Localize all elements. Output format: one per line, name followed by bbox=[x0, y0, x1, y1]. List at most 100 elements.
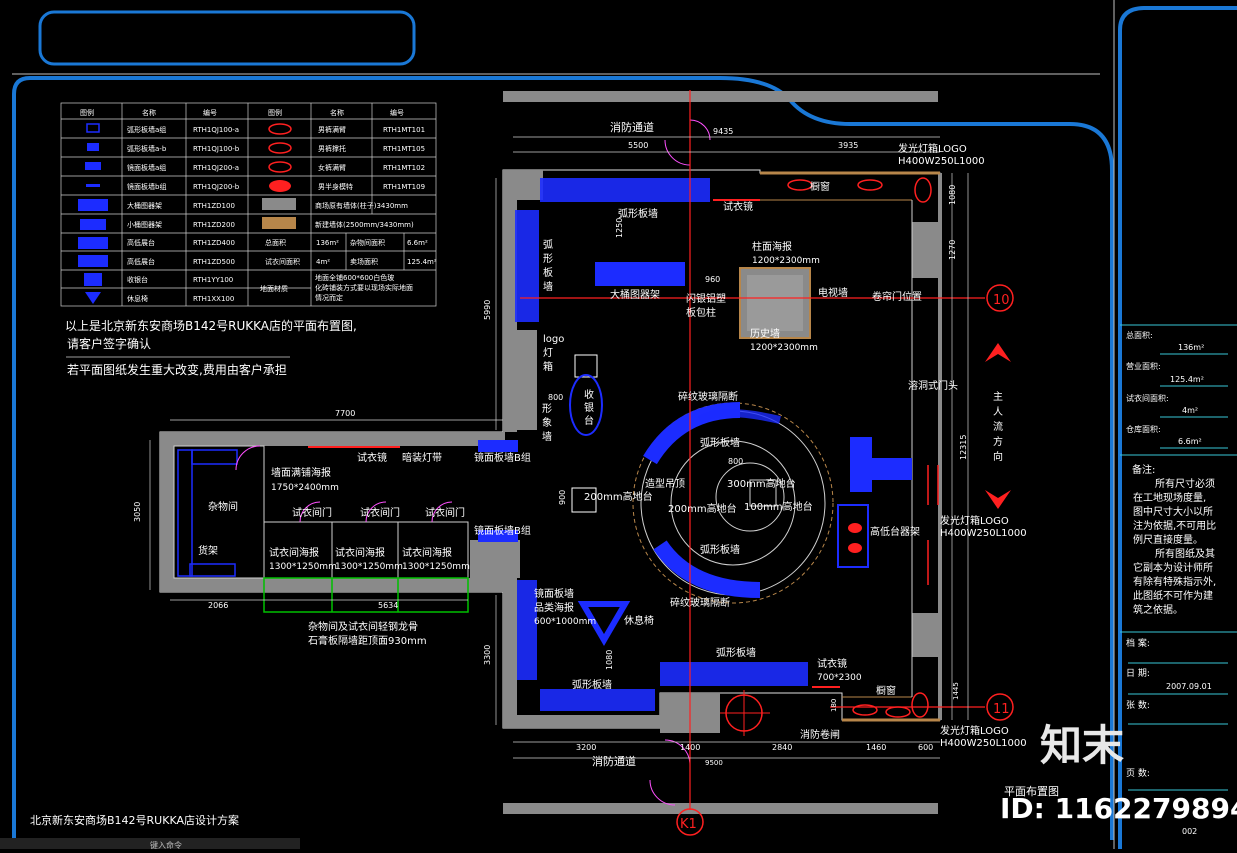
fitting-poster-3: 试衣间海报 bbox=[402, 546, 452, 559]
platform-200a: 200mm高地台 bbox=[584, 490, 653, 503]
dim-7700: 7700 bbox=[335, 409, 355, 418]
platform-300: 300mm高地台 bbox=[727, 477, 796, 490]
hi-lo-rack: 高低台器架 bbox=[870, 525, 920, 538]
storage: 杂物间 bbox=[208, 500, 238, 513]
legend-name-0: 弧形板墙a组 bbox=[127, 125, 166, 134]
page-label: 页 数: bbox=[1126, 767, 1150, 779]
fitting-door-1: 试衣间门 bbox=[292, 506, 332, 519]
command-prompt[interactable]: 键入命令 bbox=[150, 840, 182, 850]
axis-marker-k1 bbox=[676, 808, 704, 836]
window-top: 橱窗 bbox=[810, 180, 830, 193]
wall-poster-size: 1750*2400mm bbox=[271, 483, 339, 493]
cashier-char-1: 银 bbox=[584, 401, 594, 414]
axis-lines: 10 11 K1 bbox=[520, 90, 1014, 836]
date-label: 日 期: bbox=[1126, 668, 1150, 679]
axis-10-label: 10 bbox=[993, 293, 1010, 308]
partition-note-1: 杂物间及试衣间轻钢龙骨 bbox=[308, 620, 418, 633]
dim-12315: 12315 bbox=[959, 435, 968, 460]
legend-name2-1: 男裤撑托 bbox=[318, 144, 346, 153]
dim-1250: 1250 bbox=[615, 218, 624, 238]
fire-shutter: 消防卷闸 bbox=[800, 728, 840, 741]
area-total-label: 总面积: bbox=[1126, 330, 1153, 340]
sheet-name: 平面布置图 bbox=[1004, 785, 1059, 798]
legend-name2-2: 女裤满臂 bbox=[318, 163, 346, 172]
fitting-door-3: 试衣间门 bbox=[425, 506, 465, 519]
legend-code2-2: RTH1MT102 bbox=[383, 164, 425, 172]
arc-wall-left-char-1: 形 bbox=[543, 253, 553, 265]
product-poster: 品类海报 bbox=[534, 601, 574, 614]
area-storage-label: 仓库面积: bbox=[1126, 424, 1161, 434]
legend-header-5: 编号 bbox=[390, 108, 404, 117]
image-wall-char-0: 形 bbox=[542, 403, 552, 415]
legend-name-1: 弧形板墙a-b bbox=[127, 144, 167, 153]
ceiling: 造型吊顶 bbox=[645, 477, 685, 490]
area-total-value: 136m² bbox=[1178, 343, 1204, 352]
legend-code-6: RTH1ZD400 bbox=[193, 239, 235, 247]
main-flow-char-1: 人 bbox=[993, 406, 1003, 418]
legend-name-6: 高低展台 bbox=[127, 238, 155, 247]
notes-line-6: 它副本为设计师所 bbox=[1133, 561, 1213, 574]
dim-5990: 5990 bbox=[483, 300, 492, 320]
legend-floor-note-0: 地面全铺600*600白色玻 bbox=[315, 273, 394, 282]
cashier: 收银台 bbox=[584, 388, 594, 427]
area-business-value: 125.4m² bbox=[1170, 375, 1204, 384]
logo-box-char-0: logo bbox=[543, 334, 564, 345]
legend-name-7: 高低展台 bbox=[127, 257, 155, 266]
logo-box-char-1: 灯 bbox=[543, 347, 553, 359]
archive-label: 档 案: bbox=[1126, 637, 1150, 649]
mirror-wall-b2: 镜面板墙B组 bbox=[474, 524, 531, 537]
dim-5634: 5634 bbox=[378, 601, 398, 610]
dim-2066: 2066 bbox=[208, 601, 228, 610]
light-logo-top-size: H400W250L1000 bbox=[898, 156, 985, 167]
area-business-label: 营业面积: bbox=[1126, 361, 1161, 371]
legend-header-2: 编号 bbox=[203, 108, 217, 117]
dim-3935: 3935 bbox=[838, 141, 858, 150]
fitting-mirror: 试衣镜 bbox=[357, 451, 387, 464]
legend-val3-7: 125.4m² bbox=[407, 258, 437, 266]
legend-table bbox=[60, 102, 437, 307]
legend-code-7: RTH1ZD500 bbox=[193, 258, 235, 266]
legend-header-0: 图例 bbox=[80, 108, 94, 117]
legend-name-8: 收银台 bbox=[127, 275, 148, 284]
axis-marker-11 bbox=[986, 693, 1014, 721]
dim-2840: 2840 bbox=[772, 743, 792, 752]
central-round-area bbox=[632, 402, 834, 604]
dim-800a: 800 bbox=[548, 393, 563, 402]
watermark-id: ID: 1162279894 bbox=[1000, 792, 1237, 825]
axis-marker-10 bbox=[986, 284, 1014, 312]
legend-header-4: 名称 bbox=[330, 108, 344, 117]
column-poster-size: 1200*2300mm bbox=[752, 256, 820, 266]
fixtures bbox=[308, 177, 939, 736]
light-logo-mid: 发光灯箱LOGO bbox=[940, 514, 1009, 527]
light-logo-mid-size: H400W250L1000 bbox=[940, 528, 1027, 539]
door-header: 溶洞式门头 bbox=[908, 379, 958, 392]
product-poster-size: 600*1000mm bbox=[534, 617, 596, 627]
fitting-poster-size-3: 1300*1250mm bbox=[402, 562, 470, 572]
dimension-lines bbox=[149, 136, 969, 759]
legend-code-3: RTH1QJ200-b bbox=[193, 183, 240, 191]
dim-9500: 9500 bbox=[705, 759, 723, 767]
notes-line-2: 图中尺寸大小以所 bbox=[1133, 505, 1213, 518]
fitting-mirror-b-size: 700*2300 bbox=[817, 673, 862, 683]
window-bottom: 橱窗 bbox=[876, 684, 896, 697]
client-note-line1: 以上是北京新东安商场B142号RUKKA店的平面布置图, bbox=[65, 318, 357, 333]
partition-note-2: 石膏板隔墙距顶面930mm bbox=[308, 634, 427, 647]
notes-line-8: 此图纸不可作为建 bbox=[1133, 589, 1213, 602]
legend-name-9: 休息椅 bbox=[127, 294, 148, 303]
mirror-wall-b1: 镜面板墙B组 bbox=[474, 451, 531, 464]
client-note-line3: 若平面图纸发生重大改变,费用由客户承担 bbox=[67, 362, 287, 377]
aluminium-col-line-1: 板包柱 bbox=[686, 306, 716, 319]
platform-100: 100mm高地台 bbox=[744, 500, 813, 513]
notes-line-9: 筑之依据。 bbox=[1133, 603, 1183, 616]
axis-k1-label: K1 bbox=[680, 817, 697, 832]
legend-name2-5: 新建墙体(2500mm/3430mm) bbox=[315, 220, 414, 229]
legend-code2-3: RTH1MT109 bbox=[383, 183, 425, 191]
legend-val2-7: 4m² bbox=[316, 258, 330, 266]
flow-arrow-down-icon bbox=[985, 490, 1011, 509]
legend-val3-6: 6.6m² bbox=[407, 239, 428, 247]
legend-code-0: RTH1QJ100-a bbox=[193, 126, 239, 134]
fitting-poster-2: 试衣间海报 bbox=[335, 546, 385, 559]
dim-1445: 1445 bbox=[952, 682, 960, 700]
